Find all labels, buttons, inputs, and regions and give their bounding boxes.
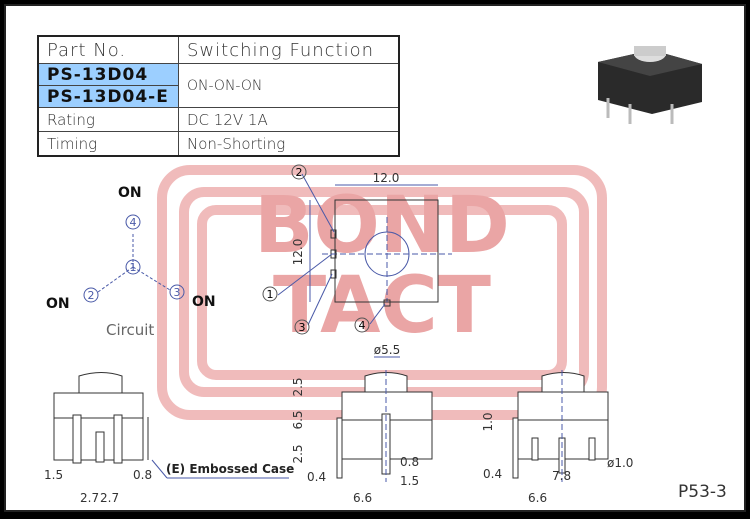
dim-mid-6-5: 6.5 [291,410,305,429]
dim-right-0-4: 0.4 [483,467,502,481]
timing-value: Non-Shorting [178,131,400,157]
product-photo [598,46,702,124]
dim-right-pin-diameter: ø1.0 [607,456,633,470]
page-code: P53-3 [678,482,727,502]
dim-right-1-0: 1.0 [481,412,495,431]
dim-left-2-7-b: 2.7 [100,491,119,505]
dim-right-6-6: 6.6 [528,491,547,505]
top-view [262,164,452,358]
watermark-text-tact: TACT [273,261,491,351]
part-number-2: PS-13D04-E [37,85,179,108]
callout-4: 4 [359,319,366,332]
switching-function-value: ON-ON-ON [178,63,400,108]
side-view-left [53,372,289,479]
watermark-text-bond: BOND [254,181,510,271]
datasheet-page: BOND TACT 1 2 3 4 ON ON ON Circuit [4,4,746,512]
dim-mid-2-5-top: 2.5 [291,377,305,396]
callout-2: 2 [296,166,303,179]
rating-label: Rating [37,107,179,132]
dim-width: 12.0 [373,171,400,185]
state-on-left: ON [46,296,70,312]
dim-mid-0-4: 0.4 [307,470,326,484]
callout-3: 3 [299,321,306,334]
callout-1: 1 [267,288,274,301]
terminal-4: 4 [130,216,137,229]
dim-mid-2-5-bottom: 2.5 [291,444,305,463]
terminal-3: 3 [174,286,181,299]
dim-diameter: ø5.5 [374,343,400,357]
dim-left-0-8: 0.8 [133,468,152,482]
dim-left-1-5: 1.5 [44,468,63,482]
circuit-diagram [83,214,185,303]
header-part-no: Part No. [37,35,179,64]
part-number-1: PS-13D04 [37,63,179,86]
dim-mid-6-6: 6.6 [353,491,372,505]
dim-height: 12.0 [291,239,305,266]
dim-mid-1-5: 1.5 [400,474,419,488]
timing-label: Timing [37,131,179,157]
circuit-label: Circuit [106,321,154,339]
embossed-case-note: (E) Embossed Case [166,462,294,476]
state-on-top: ON [118,185,142,201]
state-on-right: ON [192,294,216,310]
terminal-2: 2 [88,289,95,302]
dim-mid-0-8: 0.8 [400,455,419,469]
dim-right-7-8: 7.8 [552,469,571,483]
side-view-right [512,370,609,482]
dim-left-2-7-a: 2.7 [80,491,99,505]
spec-table: Part No. Switching Function PS-13D04 ON-… [37,35,400,157]
side-view-middle [336,370,433,482]
technical-drawing: BOND TACT 1 2 3 4 ON ON ON Circuit [44,46,727,505]
header-switching-function: Switching Function [178,35,400,64]
rating-value: DC 12V 1A [178,107,400,132]
terminal-1: 1 [130,261,137,274]
